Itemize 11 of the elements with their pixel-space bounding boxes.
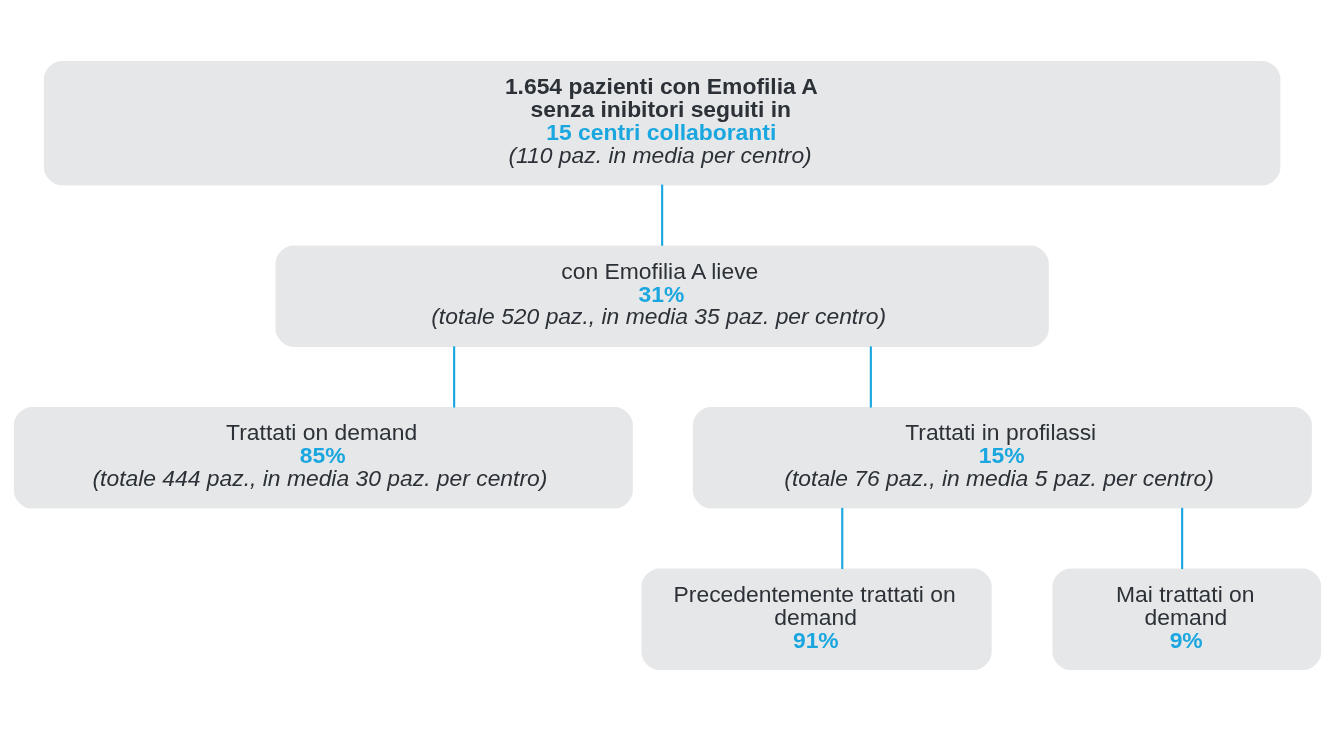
node-box: 1.654 pazienti con Emofilia A senza inibitori seguiti in 15 centri collaboranti (110 paz. in media per centro) bbox=[43, 61, 1281, 186]
node-box: Trattati in profilassi 15% (totale 76 paz., in media 5 paz. per centro) bbox=[692, 406, 1312, 509]
node-box: Mai trattati on demand 9% bbox=[1052, 568, 1322, 670]
connector bbox=[661, 184, 664, 246]
node-box: Trattati on demand 85% (totale 444 paz., in media 30 paz. per centro) bbox=[13, 406, 633, 509]
connector bbox=[1181, 507, 1184, 570]
connector bbox=[453, 346, 456, 408]
connector bbox=[869, 346, 872, 408]
connector bbox=[841, 507, 844, 570]
node-box: con Emofilia A lieve 31% (totale 520 paz., in media 35 paz. per centro) bbox=[275, 245, 1049, 347]
node-box: Precedentemente trattati on demand 91% bbox=[641, 568, 992, 670]
